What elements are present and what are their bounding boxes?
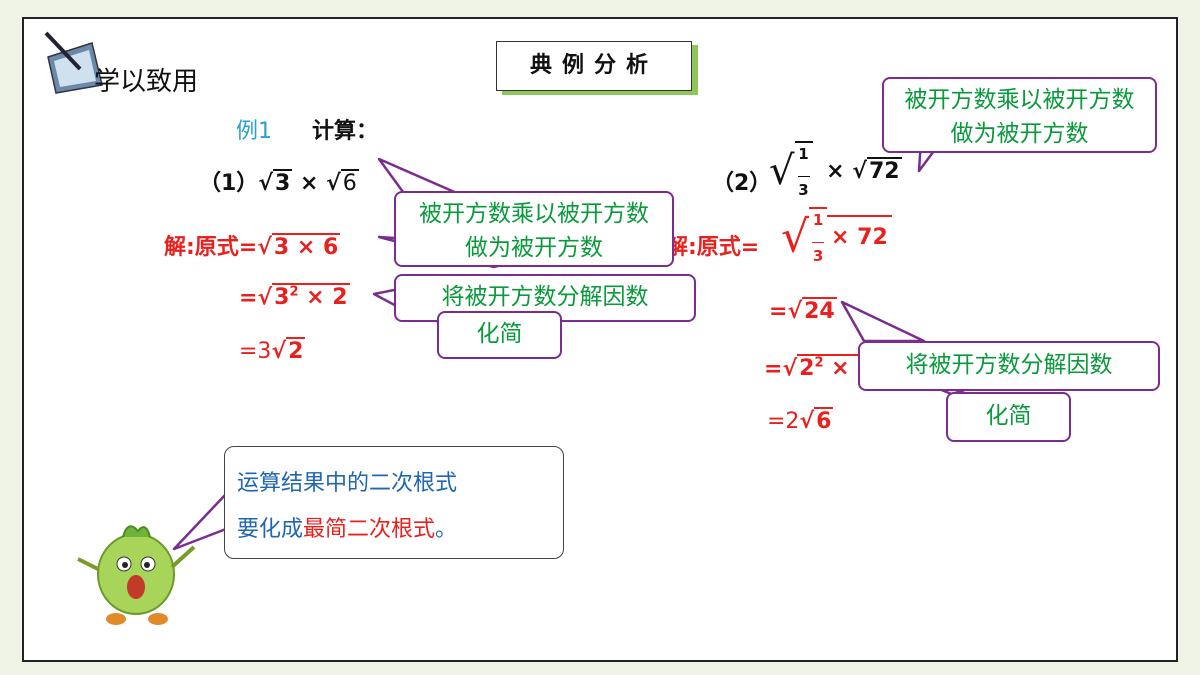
- solution-1-radicand: 3 × 6: [271, 233, 341, 260]
- problem-1: （1）√3 × √6: [199, 169, 359, 196]
- callout-multiply-top-right: 被开方数乘以被开方数做为被开方数: [882, 77, 1157, 153]
- equals-sign-2: =: [769, 299, 788, 324]
- equals-sign-3: =: [764, 356, 783, 382]
- header-title: 学以致用: [94, 67, 199, 97]
- equals-sign: =: [239, 285, 258, 311]
- callout-simplify-right: 化简: [946, 392, 1071, 442]
- section-badge-label: 典例分析: [496, 41, 692, 91]
- callout-factor-right: 将被开方数分解因数: [858, 341, 1160, 391]
- solution-1-base: 3: [274, 285, 290, 311]
- tip-line-1: 运算结果中的二次根式: [237, 471, 458, 496]
- solution-2-exp: 2: [814, 356, 824, 371]
- solution-2-prefix: 解:原式=: [666, 235, 760, 260]
- tip-highlight: 最简二次根式: [303, 517, 436, 542]
- solution-2-radicand: 24: [802, 297, 837, 324]
- times-sign: ×: [299, 171, 319, 196]
- problem-2: （2）: [712, 165, 771, 197]
- tip-box: 运算结果中的二次根式 要化成最简二次根式。: [224, 446, 564, 559]
- solution-1-result-radicand: 2: [286, 337, 306, 364]
- solution-1-line-1: 解:原式=√3 × 6: [164, 233, 341, 260]
- callout-simplify-left: 化简: [437, 311, 562, 359]
- solution-1-prefix: 解:原式=: [164, 235, 258, 260]
- solution-2-frac-num: 1: [812, 211, 824, 229]
- tip-line-2: 要化成最简二次根式。: [237, 507, 563, 553]
- example-label: 例1: [236, 119, 272, 144]
- solution-2-line-4: =2√6: [767, 407, 834, 434]
- problem-2-frac-den: 3: [798, 181, 809, 199]
- problem-2-frac-num: 1: [798, 145, 809, 163]
- problem-1-radicand-b: 6: [340, 169, 359, 196]
- problem-1-radicand-a: 3: [273, 169, 293, 196]
- solution-1-line-2: =√32 × 2: [239, 283, 350, 311]
- solution-1-rest: × 2: [298, 285, 348, 311]
- tip-prefix: 要化成: [237, 517, 304, 542]
- callout-text: 被开方数乘以被开方数做为被开方数: [419, 201, 649, 261]
- solution-2-result-radicand: 6: [814, 407, 834, 434]
- mascot-icon: [77, 525, 196, 625]
- tablet-pen-icon: [44, 31, 103, 94]
- callout-text: 被开方数乘以被开方数做为被开方数: [904, 87, 1135, 147]
- solution-1-line-3: =3√2: [239, 337, 306, 364]
- compute-label: 计算：: [312, 119, 379, 144]
- solution-1-exp: 2: [289, 285, 299, 300]
- solution-2-base: 2: [799, 356, 815, 382]
- problem-1-index: （1）: [199, 171, 259, 196]
- solution-2-result-coef: =2: [767, 409, 800, 434]
- solution-1-result-coef: =3: [239, 339, 272, 364]
- solution-2-rest: × 72: [827, 214, 892, 250]
- times-sign-2: ×: [826, 158, 845, 184]
- callout-multiply-left: 被开方数乘以被开方数做为被开方数: [394, 191, 674, 267]
- pointer-factor-right: [840, 300, 926, 343]
- problem-2-index: （2）: [712, 171, 772, 196]
- problem-2-radicand-b: 72: [866, 156, 902, 184]
- solution-2-line-2: =√24: [769, 297, 837, 324]
- tip-suffix: 。: [435, 517, 458, 542]
- solution-2-frac-den: 3: [812, 247, 824, 265]
